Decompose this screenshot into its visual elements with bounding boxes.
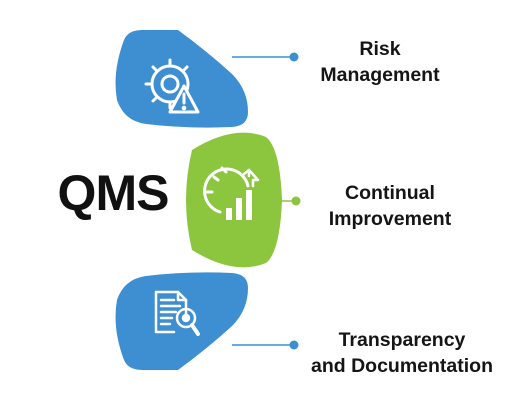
document-magnifier-icon	[154, 290, 200, 336]
label-risk-management: Risk Management	[290, 36, 470, 88]
segment-transparency-documentation	[115, 272, 248, 370]
connector-dot-td	[289, 340, 299, 350]
connector-dot-ci	[291, 196, 301, 206]
label-transparency-documentation: Transparency and Documentation	[282, 327, 522, 379]
label-risk-line2: Management	[320, 64, 440, 86]
gear-growth-chart-icon	[203, 166, 260, 220]
label-ci-line2: Improvement	[328, 208, 452, 230]
segment-continual-improvement	[186, 132, 282, 268]
label-risk-line1: Risk	[359, 38, 401, 60]
diagram-title: QMS	[57, 165, 170, 221]
gear-warning-icon	[144, 58, 200, 114]
connector-dot-risk	[289, 52, 299, 62]
segment-risk-management	[115, 30, 248, 128]
label-continual-improvement: Continual Improvement	[300, 180, 480, 232]
label-td-line1: Transparency	[338, 329, 466, 351]
label-ci-line1: Continual	[345, 182, 435, 204]
label-td-line2: and Documentation	[310, 355, 493, 377]
